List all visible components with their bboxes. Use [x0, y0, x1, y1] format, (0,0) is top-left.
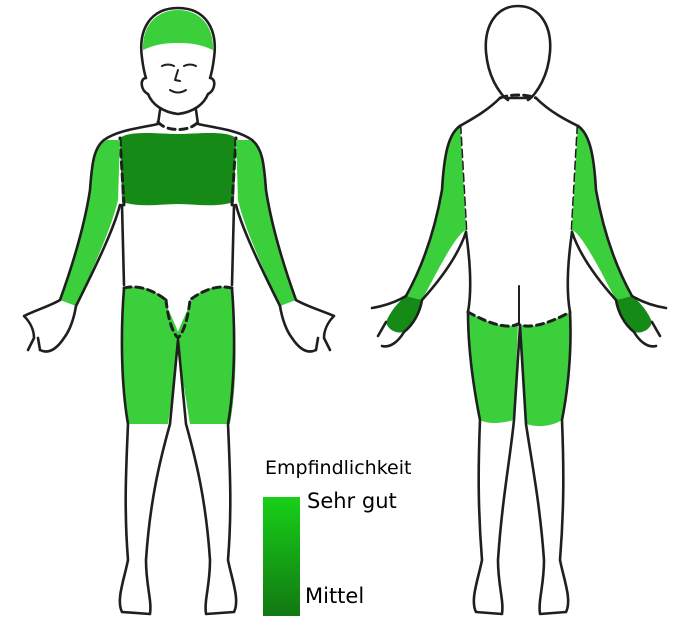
front-chest-region — [120, 133, 236, 205]
back-torso-outline — [460, 98, 578, 312]
back-head-outline — [486, 6, 550, 100]
front-collar-line — [158, 122, 198, 130]
legend-top-label: Sehr gut — [307, 489, 397, 513]
legend-title: Empfindlichkeit — [265, 457, 411, 479]
legend-bottom-label: Mittel — [305, 584, 364, 608]
legend-gradient-bar — [263, 497, 300, 616]
front-face-features — [162, 65, 196, 93]
front-left-hand-outline — [24, 300, 76, 352]
back-left-thigh-region — [468, 312, 518, 423]
front-torso-sides — [122, 205, 234, 285]
front-left-arm-region — [60, 140, 120, 306]
front-right-hand-outline — [280, 300, 334, 352]
back-figure — [372, 6, 666, 614]
front-right-arm-region — [236, 140, 296, 306]
